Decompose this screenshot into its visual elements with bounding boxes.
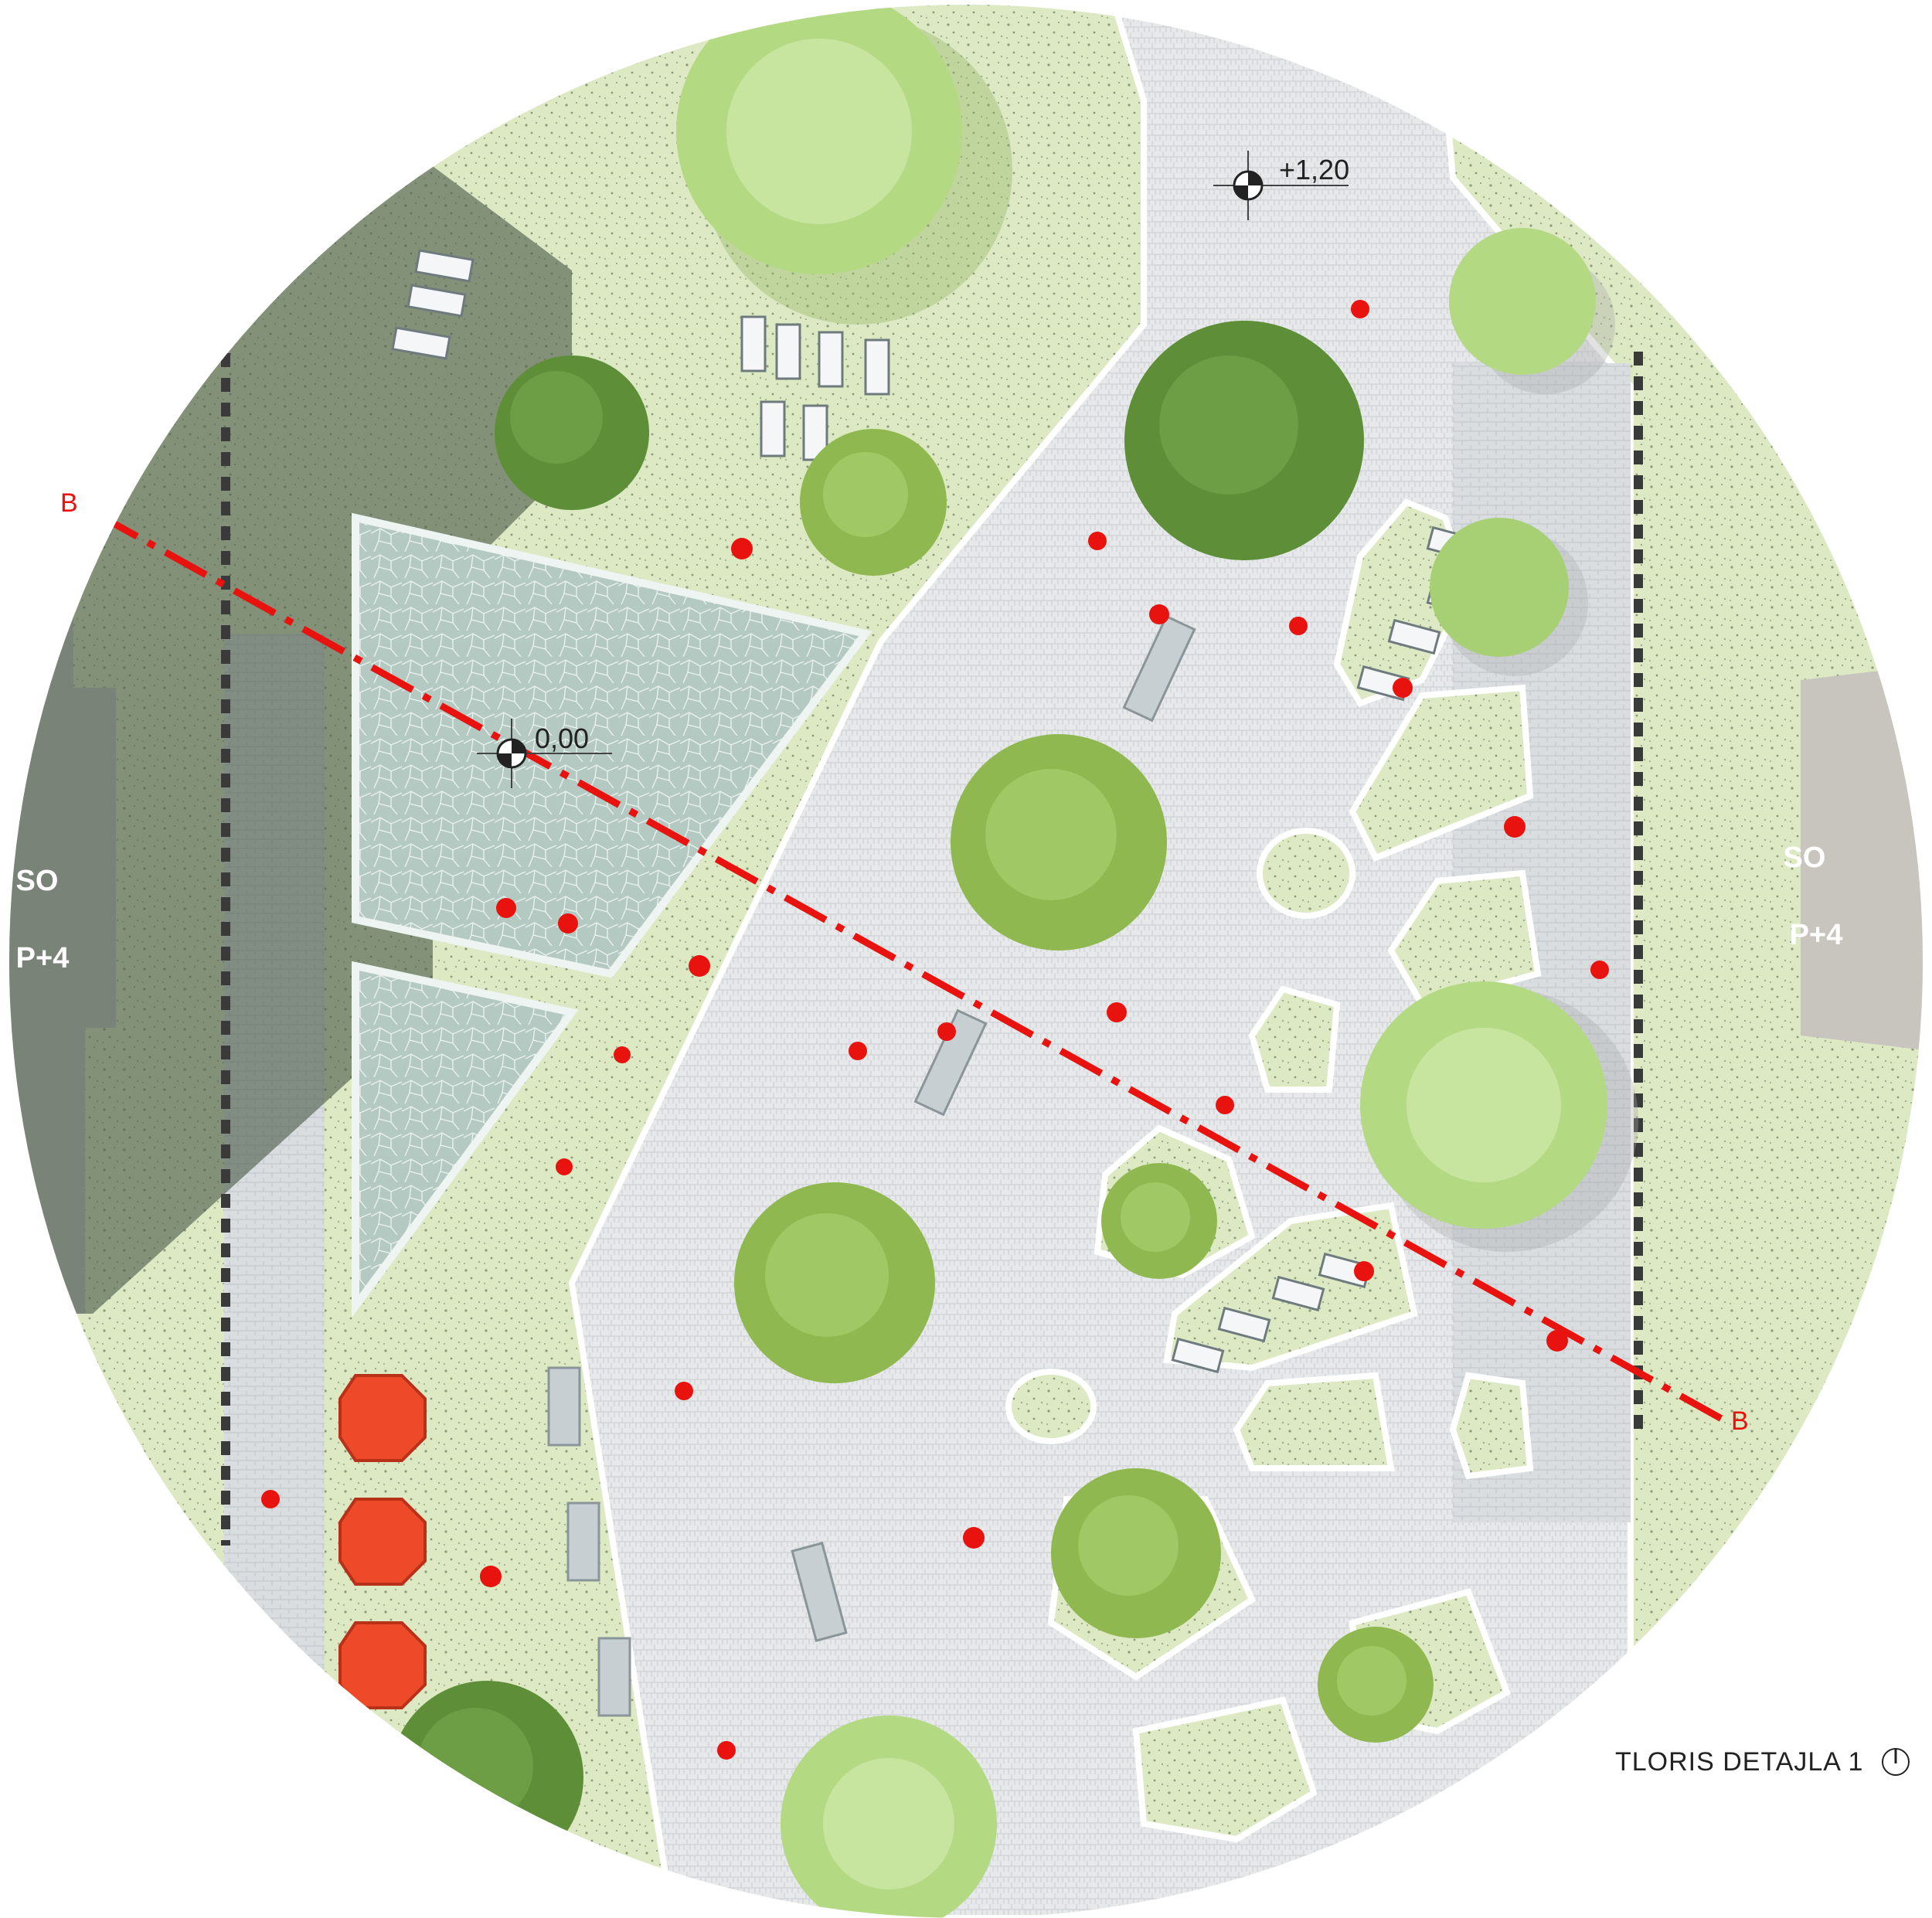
tree-icon (1430, 518, 1588, 676)
building-right (1801, 665, 1923, 1051)
water-feature-upper (352, 512, 872, 978)
person-icon (1088, 532, 1107, 550)
tree-icon (1051, 1468, 1221, 1638)
section-marker-start: B (60, 488, 78, 518)
person-icon (496, 898, 516, 918)
tree-icon (734, 1182, 935, 1383)
section-marker-end: B (1731, 1406, 1749, 1436)
tree-icon (1449, 228, 1615, 394)
tree-icon (1124, 321, 1364, 560)
tree-icon (800, 429, 947, 576)
building-left-label-line1: SO (16, 865, 59, 897)
tree-icon (390, 1681, 583, 1874)
umbrella-icon (338, 1498, 427, 1586)
person-icon (849, 1042, 867, 1060)
person-icon (1504, 816, 1526, 838)
person-icon (480, 1566, 502, 1587)
person-icon (689, 955, 710, 977)
person-icon (1107, 1002, 1127, 1022)
person-icon (1546, 1330, 1568, 1352)
tree-icon (676, 5, 1012, 325)
north-arrow-icon (1882, 1748, 1910, 1776)
benches (547, 614, 1196, 1717)
person-icon (1149, 604, 1169, 624)
tree-icon (781, 1716, 997, 1918)
tree-icon (951, 734, 1167, 950)
person-icon (556, 1158, 573, 1175)
person-icon (1393, 678, 1413, 698)
elevation-label-lower: 0,00 (535, 723, 589, 754)
person-icon (1216, 1096, 1234, 1114)
building-right-label-line2: P+4 (1790, 919, 1843, 951)
plan-caption: TLORIS DETAJLA 1 (1615, 1743, 1911, 1781)
person-icon (1289, 617, 1308, 635)
person-icon (731, 538, 753, 559)
umbrella-icon (338, 1374, 427, 1462)
person-icon (937, 1022, 956, 1041)
elevation-marker-lower (477, 719, 612, 788)
elevation-marker-upper (1213, 151, 1349, 220)
building-left-label-line2: P+4 (16, 942, 70, 974)
person-icon (261, 1490, 280, 1508)
tree-icon (1360, 981, 1638, 1252)
umbrellas (338, 1374, 427, 1709)
tree-icon (1101, 1163, 1217, 1279)
person-icon (717, 1741, 736, 1760)
trees (390, 5, 1638, 1918)
plan-title: TLORIS DETAJLA 1 (1615, 1746, 1864, 1777)
tree-icon (495, 355, 649, 510)
people (261, 300, 1609, 1760)
umbrella-icon (338, 1621, 427, 1709)
person-icon (1351, 300, 1369, 318)
person-icon (614, 1046, 631, 1063)
person-icon (963, 1527, 985, 1549)
person-icon (1354, 1261, 1374, 1281)
person-icon (1590, 961, 1609, 979)
building-right-label-line1: SO (1784, 842, 1826, 874)
section-line (94, 511, 1730, 1425)
water-feature-lower (352, 961, 579, 1318)
person-icon (558, 913, 578, 933)
person-icon (675, 1382, 693, 1400)
tree-icon (1318, 1627, 1434, 1743)
elevation-label-upper: +1,20 (1279, 154, 1349, 185)
